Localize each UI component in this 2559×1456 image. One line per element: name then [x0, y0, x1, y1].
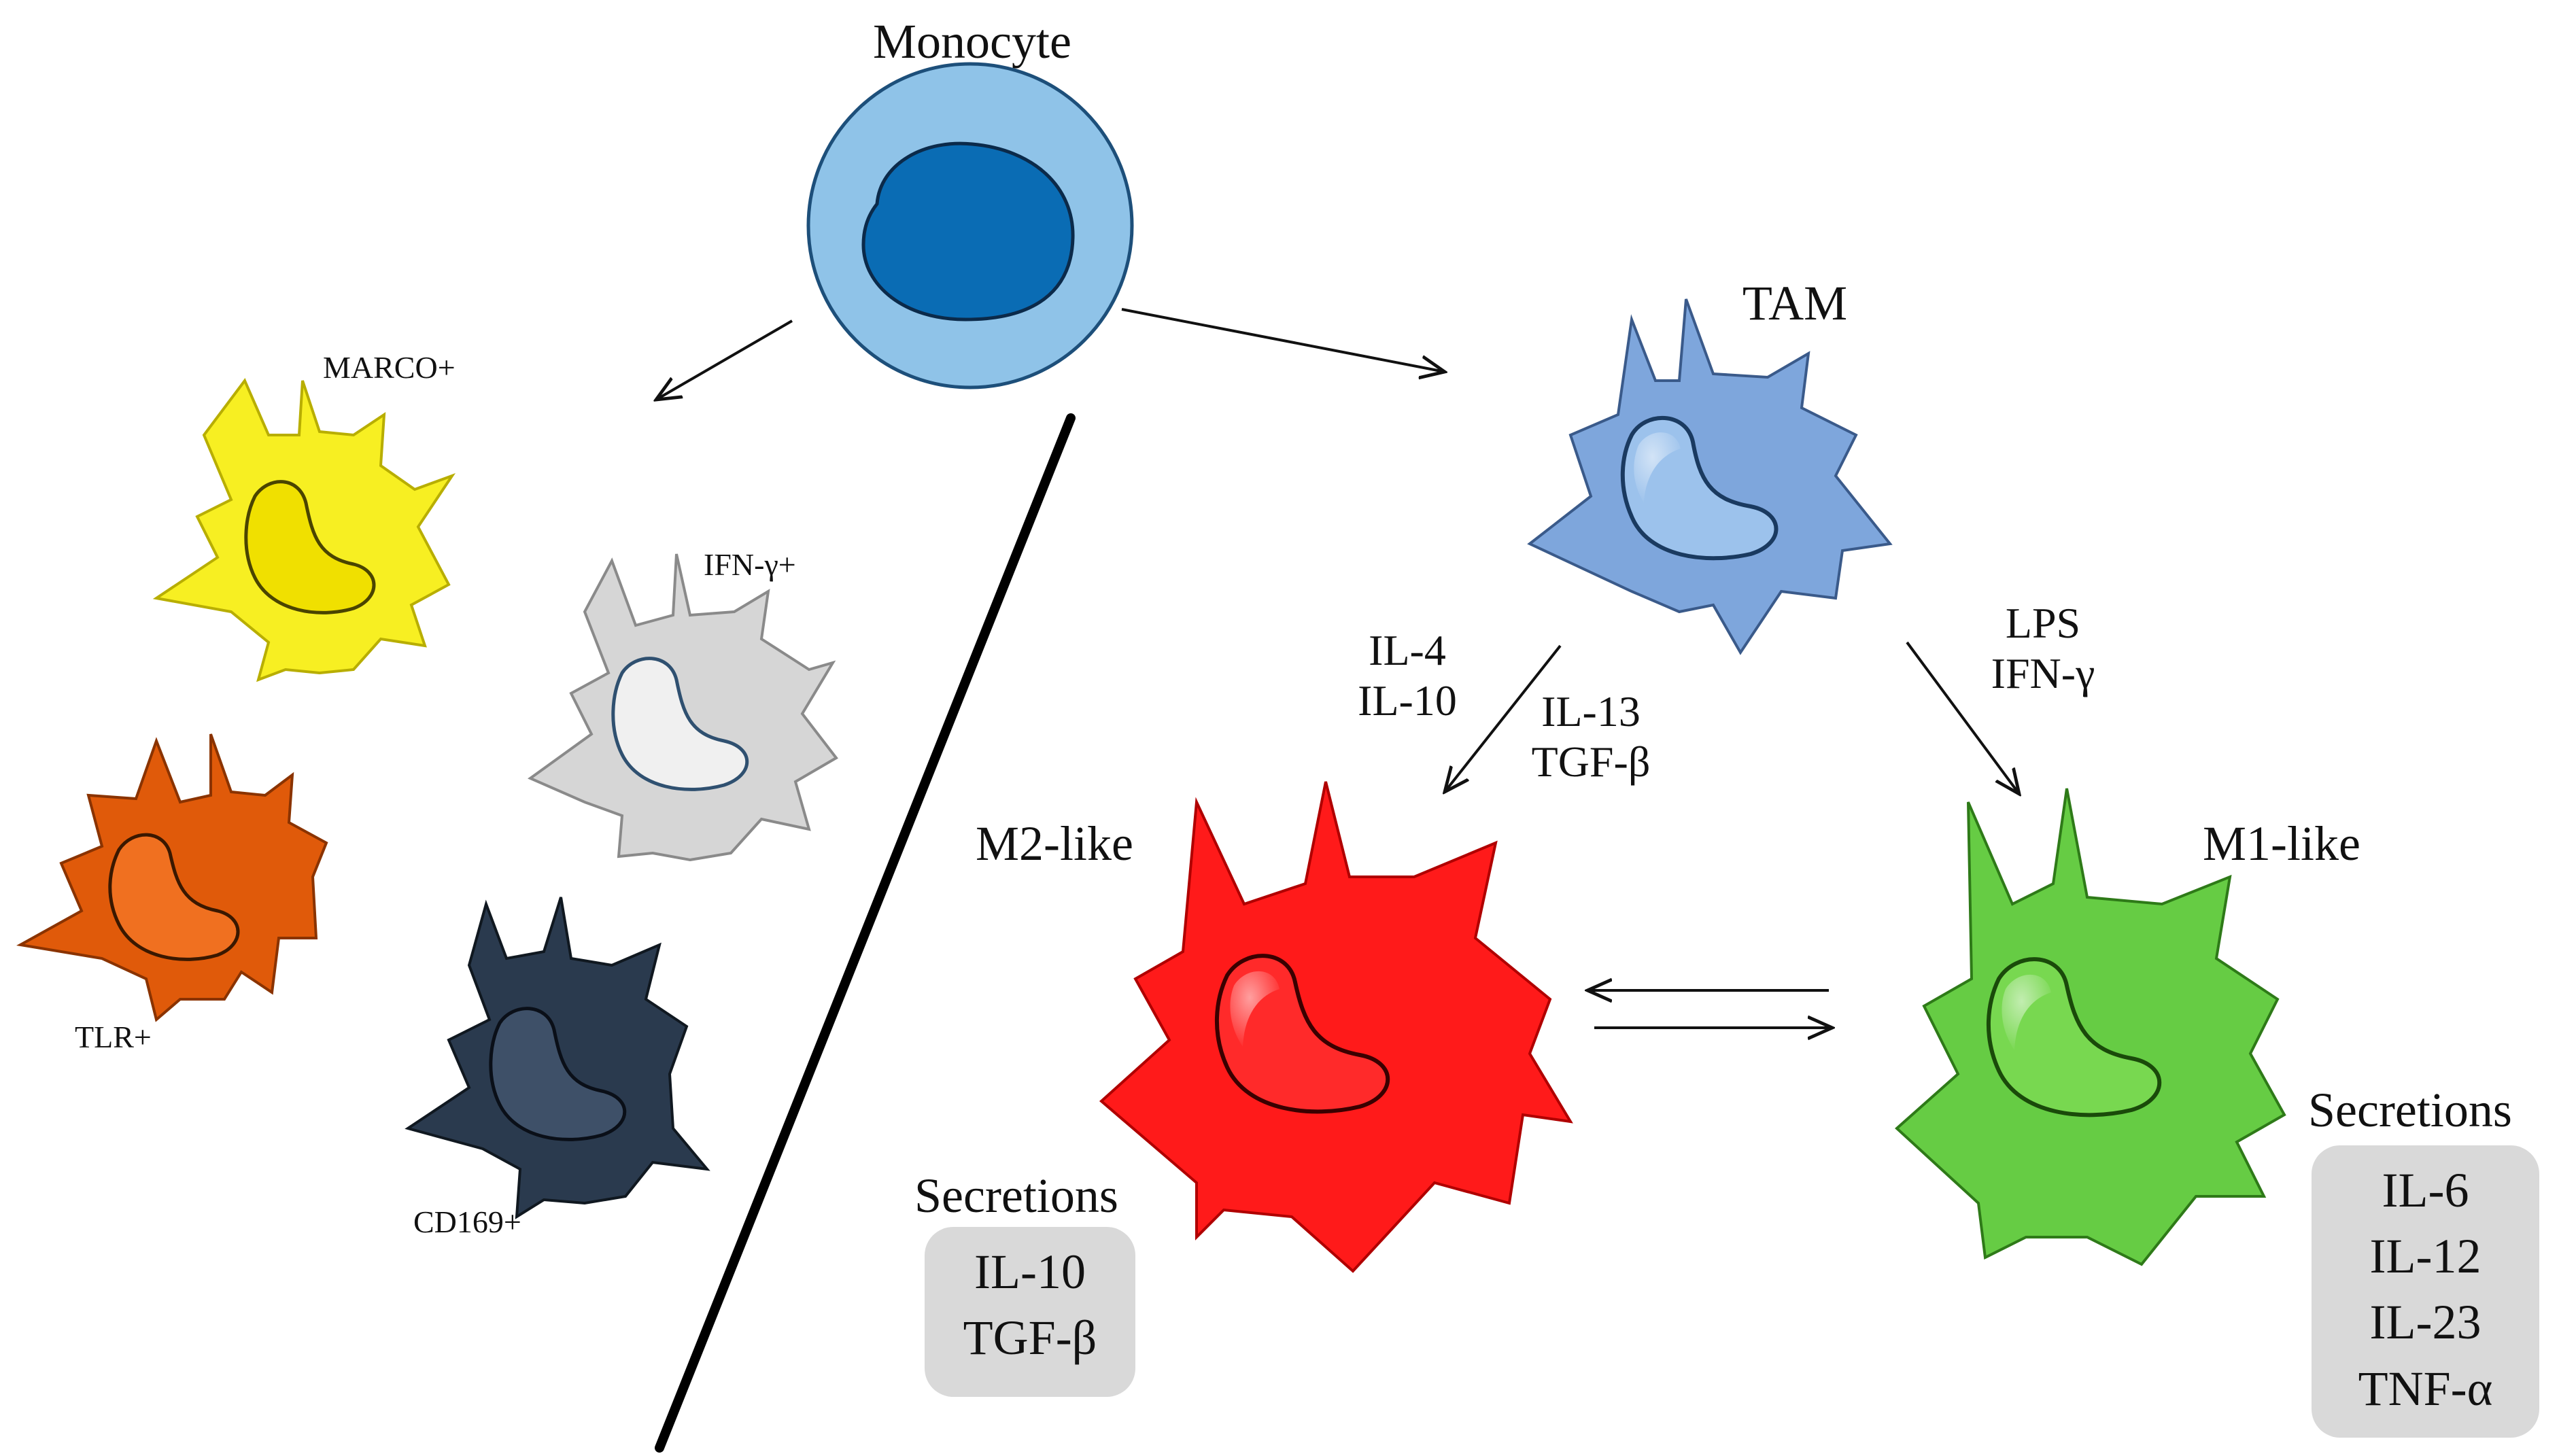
- arrow-tam-to-m1: [1906, 641, 2019, 794]
- m1-secretion-item: IL-6: [2382, 1163, 2469, 1217]
- cd169-label: CD169+: [413, 1204, 521, 1239]
- monocyte-cell: [806, 62, 1134, 389]
- stimulus-il13: IL-13: [1541, 687, 1641, 735]
- m2-label: M2-like: [976, 816, 1133, 871]
- m2-secretion-item: TGF-β: [963, 1311, 1097, 1366]
- m1-secretions-title: Secretions: [2308, 1083, 2512, 1137]
- arrows: [656, 308, 2019, 1028]
- cd169-macrophage: [405, 897, 710, 1219]
- stimulus-tgfb: TGF-β: [1531, 737, 1651, 786]
- m2-secretions-box: IL-10 TGF-β: [925, 1227, 1135, 1397]
- tam-label: TAM: [1742, 276, 1848, 330]
- m1-secretions-box: IL-6 IL-12 IL-23 TNF-α: [2312, 1145, 2539, 1438]
- arrow-tam-to-m2: [1445, 644, 1562, 792]
- m2-secretions-title: Secretions: [914, 1168, 1118, 1223]
- stimulus-il10: IL-10: [1358, 676, 1457, 725]
- ifng-subtype-label: IFN-γ+: [704, 547, 796, 582]
- divider-line: [655, 413, 1076, 1453]
- stimulus-il4: IL-4: [1369, 626, 1446, 674]
- tlr-label: TLR+: [75, 1020, 152, 1054]
- monocyte-label: Monocyte: [873, 14, 1071, 69]
- arrow-monocyte-to-subtypes: [656, 319, 793, 400]
- m2-stimuli-group1: IL-4 IL-10: [1326, 625, 1489, 725]
- tlr-macrophage: [16, 733, 328, 1022]
- m1-label: M1-like: [2203, 816, 2360, 871]
- m1-secretion-item: IL-12: [2369, 1229, 2481, 1284]
- marco-macrophage: [152, 378, 456, 682]
- arrow-monocyte-to-tam: [1121, 308, 1445, 372]
- stimulus-ifng: IFN-γ: [1991, 648, 2095, 697]
- m2-stimuli-group2: IL-13 TGF-β: [1509, 687, 1672, 786]
- tam-macrophage: [1527, 298, 1893, 655]
- m2-secretion-item: IL-10: [974, 1245, 1086, 1299]
- m1-secretion-item: IL-23: [2369, 1295, 2481, 1350]
- stimulus-lps: LPS: [2005, 599, 2081, 647]
- m2-macrophage: [1099, 781, 1573, 1273]
- marco-label: MARCO+: [323, 350, 456, 385]
- ifng-macrophage: [527, 553, 838, 862]
- m1-secretion-item: TNF-α: [2358, 1361, 2493, 1416]
- m1-macrophage: [1895, 788, 2286, 1266]
- m1-stimuli: LPS IFN-γ: [1958, 598, 2128, 698]
